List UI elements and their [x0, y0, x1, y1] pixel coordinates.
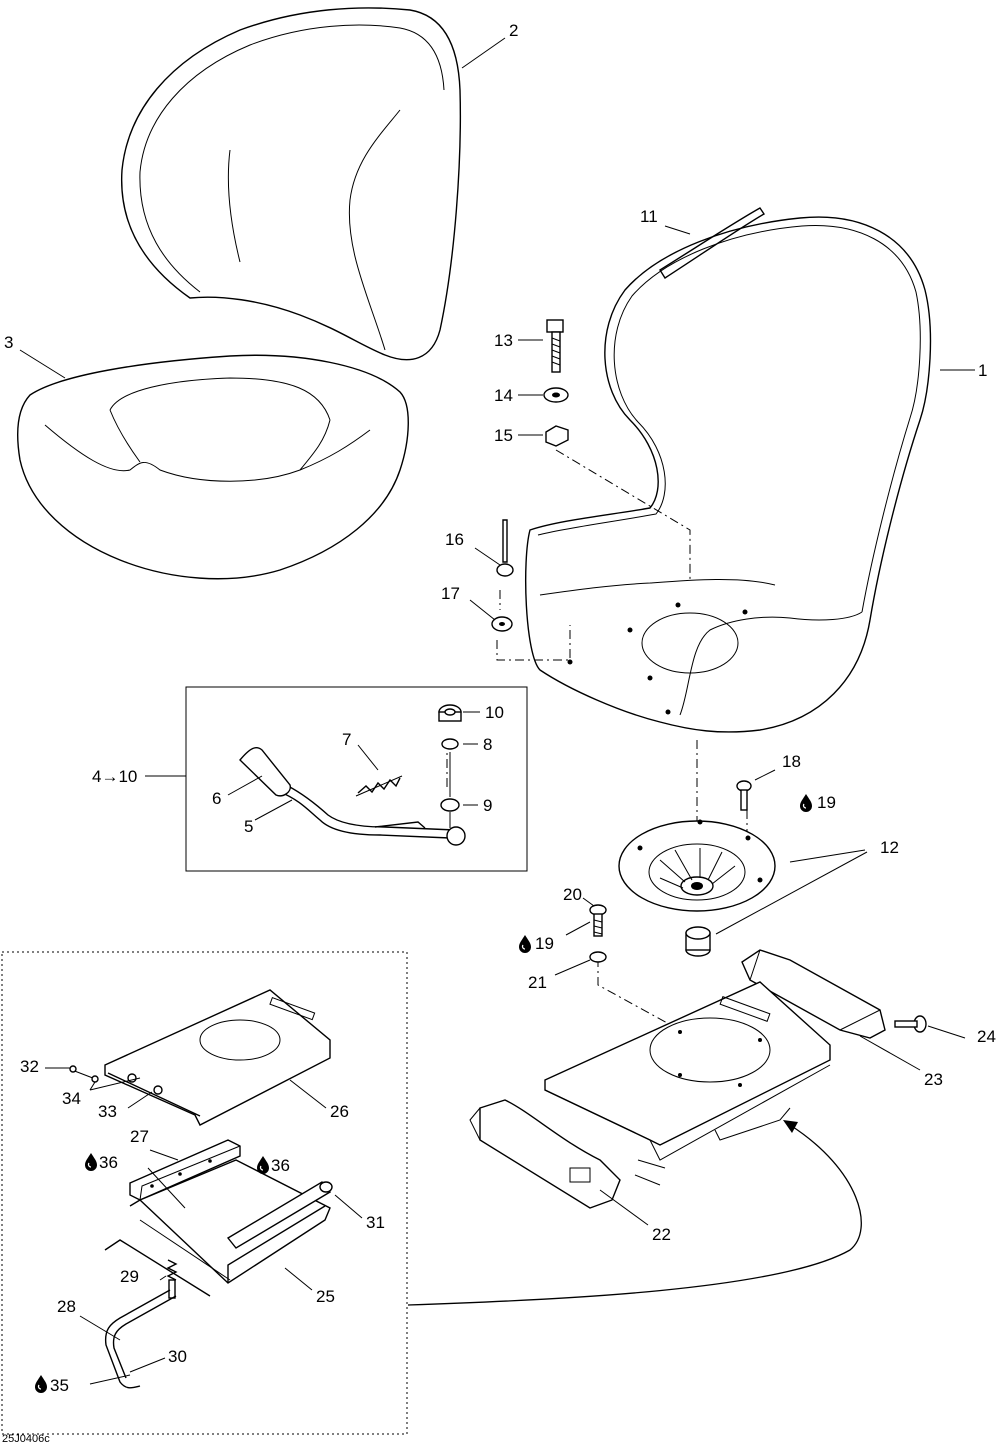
- callout-16: 16: [445, 530, 464, 549]
- oil-drop-icon: [256, 1155, 270, 1175]
- nut-15: [545, 425, 569, 447]
- slide-rail-22: [469, 1099, 666, 1209]
- washer-9: [440, 798, 460, 812]
- seat-cushion: [17, 354, 409, 580]
- spring-7: [355, 775, 403, 797]
- callout-17: 17: [441, 584, 460, 603]
- latch-bar-33: [107, 1072, 201, 1117]
- callout-14: 14: [494, 386, 513, 405]
- subassembly-box-4-10: [185, 686, 528, 872]
- callout-36-right: 36: [271, 1156, 290, 1175]
- washer-8: [441, 738, 459, 750]
- grip-6: [239, 747, 291, 797]
- slide-subassembly-box: [1, 951, 408, 1435]
- seat-plate: [544, 981, 831, 1161]
- callout-27: 27: [130, 1127, 149, 1146]
- callout-9: 9: [483, 796, 492, 815]
- callout-24: 24: [977, 1027, 996, 1046]
- bolt-24: [894, 1015, 927, 1033]
- oil-drop-icon: [34, 1374, 48, 1394]
- callout-26: 26: [330, 1102, 349, 1121]
- slide-plate-26: [104, 989, 331, 1126]
- callout-31: 31: [366, 1213, 385, 1232]
- screw-16: [496, 519, 514, 577]
- oil-drop-icon: [84, 1152, 98, 1172]
- callout-33: 33: [98, 1102, 117, 1121]
- washer-34: [91, 1075, 99, 1083]
- seat-shell: [525, 216, 932, 733]
- slide-rail-27: [129, 1139, 241, 1201]
- callout-18: 18: [782, 752, 801, 771]
- release-handle-5: [279, 785, 466, 846]
- callout-labels: 1 2 3 4→10 5 6 7 8 9 10 11 12 13 14 15 1…: [2, 21, 996, 1445]
- callout-10: 10: [485, 703, 504, 722]
- callout-19-mid: 19: [535, 934, 554, 953]
- figure-code: 25J0406c: [2, 1433, 50, 1445]
- screw-18: [736, 780, 752, 811]
- callout-21: 21: [528, 973, 547, 992]
- callout-4-10: 4→10: [92, 767, 137, 786]
- callout-12: 12: [880, 838, 899, 857]
- screw-20: [589, 904, 607, 937]
- callout-7: 7: [342, 730, 351, 749]
- callout-8: 8: [483, 735, 492, 754]
- nut-10: [438, 704, 462, 722]
- seat-trim-strip: [659, 207, 765, 279]
- callout-6: 6: [212, 789, 221, 808]
- callout-23: 23: [924, 1070, 943, 1089]
- callout-2: 2: [509, 21, 518, 40]
- bolt-13: [546, 319, 564, 373]
- callout-34: 34: [62, 1089, 81, 1108]
- callout-11: 11: [640, 207, 658, 226]
- callout-15: 15: [494, 426, 513, 445]
- bushing-12: [685, 926, 711, 957]
- backrest-cushion: [121, 7, 462, 361]
- slide-frame-25: [129, 1159, 331, 1284]
- callout-19-top: 19: [817, 793, 836, 812]
- swivel-plate-12: [618, 819, 776, 912]
- callout-29: 29: [120, 1267, 139, 1286]
- callout-22: 22: [652, 1225, 671, 1244]
- callout-30: 30: [168, 1347, 187, 1366]
- callout-36-left: 36: [99, 1153, 118, 1172]
- oil-drop-icon: [799, 793, 813, 813]
- washer-21: [589, 951, 607, 963]
- callout-25: 25: [316, 1287, 335, 1306]
- leader-lines: [19, 37, 975, 1385]
- callout-3: 3: [4, 333, 13, 352]
- slide-rail-23: [741, 949, 886, 1039]
- lever-28: [104, 1239, 211, 1389]
- callout-5: 5: [244, 817, 253, 836]
- callout-35: 35: [50, 1376, 69, 1395]
- tube-31: [226, 1181, 333, 1249]
- oil-drop-icon: [518, 934, 532, 954]
- callout-1: 1: [978, 361, 987, 380]
- callout-28: 28: [57, 1297, 76, 1316]
- callout-20: 20: [563, 885, 582, 904]
- spring-29: [166, 1259, 178, 1299]
- callout-32: 32: [20, 1057, 39, 1076]
- callout-13: 13: [494, 331, 513, 350]
